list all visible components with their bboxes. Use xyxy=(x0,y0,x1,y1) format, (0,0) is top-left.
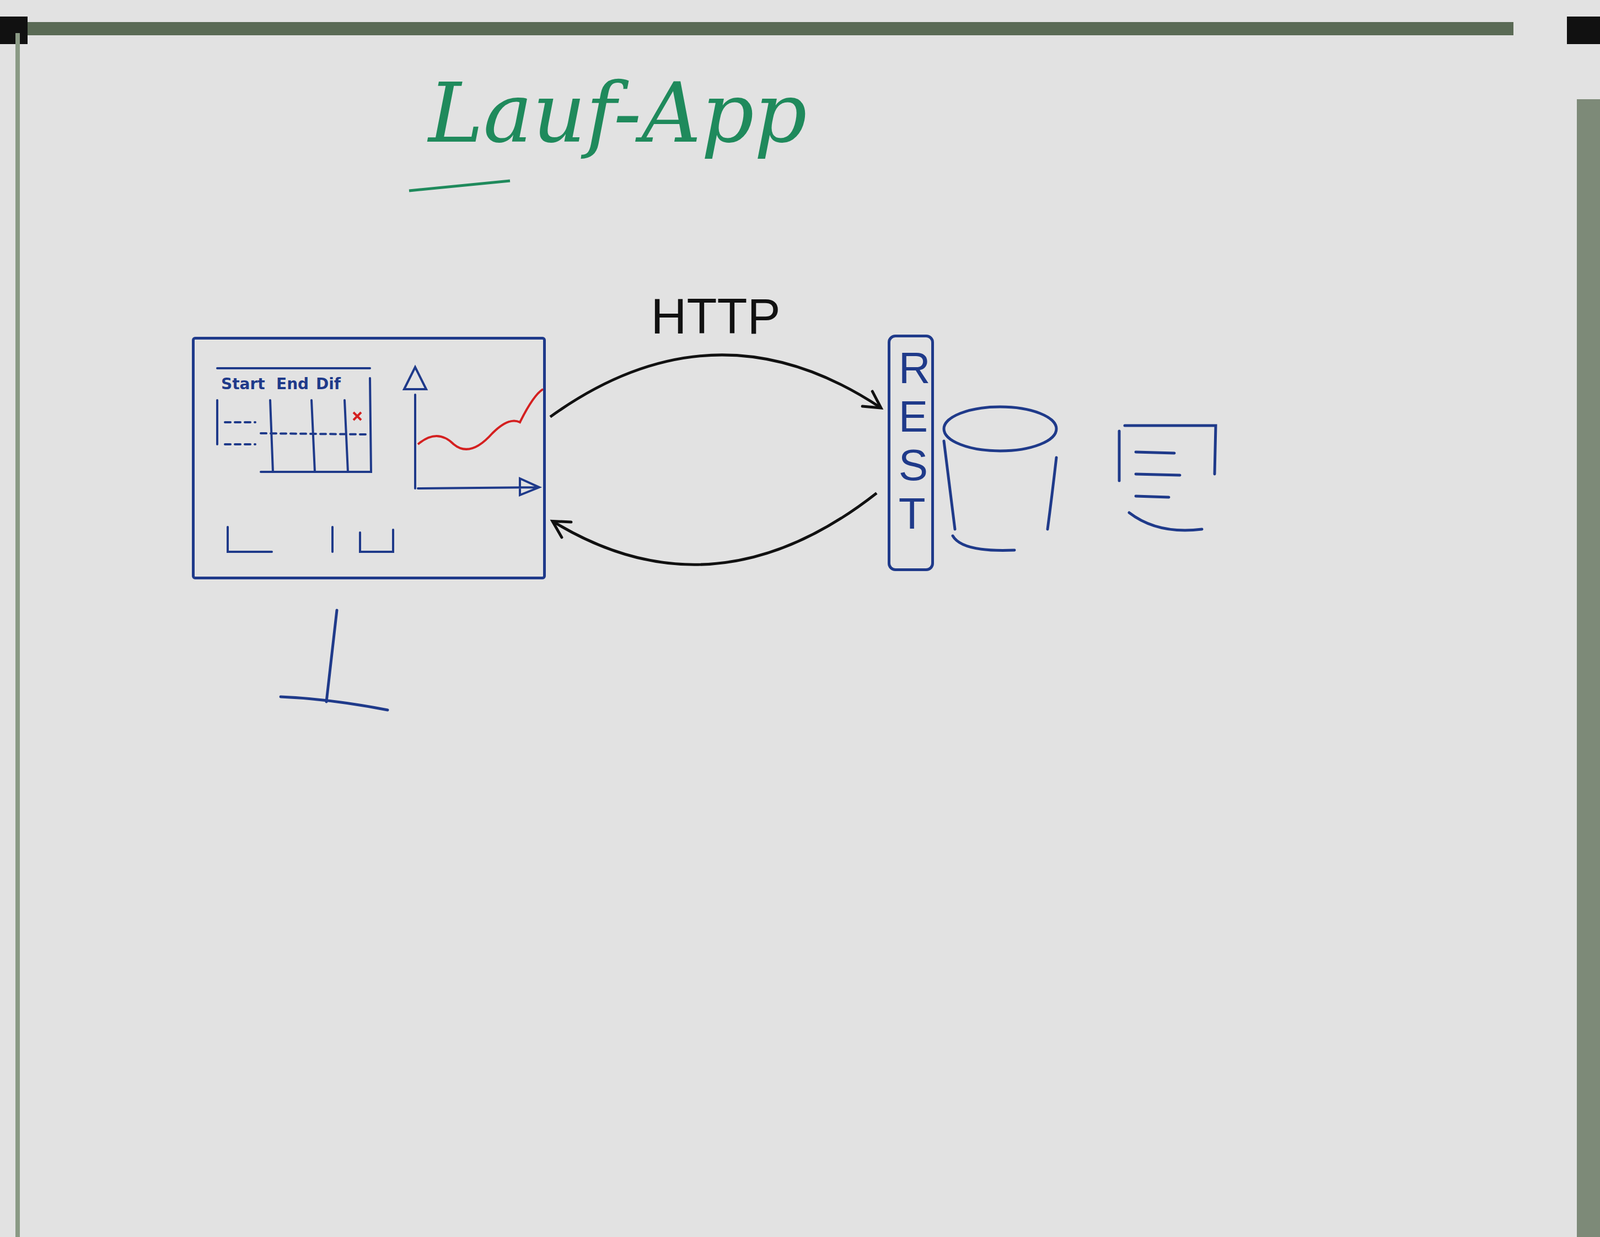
http-connector xyxy=(552,492,877,565)
connector-line xyxy=(552,492,877,565)
board-frame-left xyxy=(15,33,20,1237)
rest-interface-box: REST xyxy=(887,334,934,572)
edge-label: HTTP xyxy=(647,288,785,346)
rest-label: REST xyxy=(898,344,923,539)
monitor-stand xyxy=(280,610,388,711)
database-cylinder xyxy=(943,406,1057,551)
table-header: Dif xyxy=(315,374,341,394)
board-corner xyxy=(1566,16,1600,45)
title-underline xyxy=(409,180,510,191)
board-frame-right xyxy=(1576,99,1600,1237)
arrow-head xyxy=(862,391,882,408)
document-icon xyxy=(1119,425,1216,531)
arrow-head xyxy=(552,521,572,538)
board-corner xyxy=(0,16,28,45)
diagram-title: Lauf-App xyxy=(428,65,808,161)
monitor-screen: Start End Dif xyxy=(191,336,546,580)
table-header: Start xyxy=(221,374,266,394)
http-connector xyxy=(550,355,882,417)
connector-line xyxy=(550,355,882,417)
table-header: End xyxy=(276,374,309,394)
board-frame-top xyxy=(0,22,1514,36)
